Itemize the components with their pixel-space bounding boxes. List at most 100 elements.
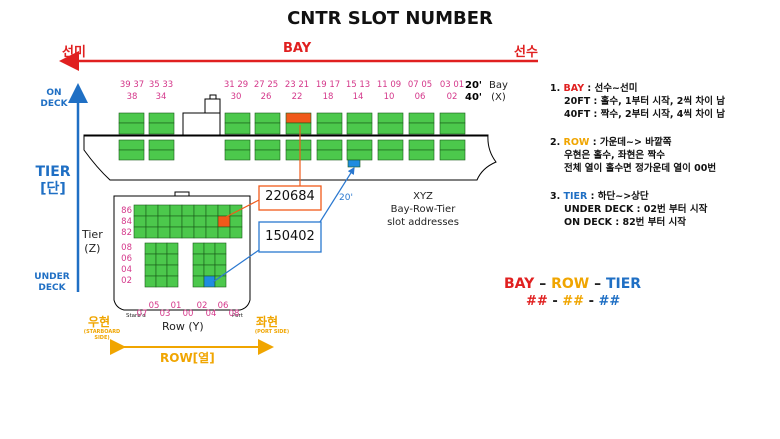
deck-container bbox=[254, 112, 281, 124]
xs-hold-container bbox=[214, 275, 227, 288]
deck-container bbox=[346, 122, 373, 135]
hold-container bbox=[408, 149, 435, 161]
hold-container bbox=[377, 139, 404, 151]
xs-hold-container bbox=[192, 264, 205, 277]
size-labels: 20' 40' bbox=[465, 80, 482, 104]
deck-container bbox=[346, 112, 373, 124]
deck-container bbox=[439, 112, 466, 124]
xs-hold-container bbox=[203, 242, 216, 255]
deck-container bbox=[316, 112, 343, 124]
row-number-top: 02 bbox=[196, 301, 208, 311]
bay-number-odd: 23 21 bbox=[284, 80, 310, 90]
size-20ft: 20' bbox=[465, 80, 482, 91]
tier-number-hold: 06 bbox=[121, 254, 132, 264]
bay-number-even: 22 bbox=[291, 92, 303, 102]
bay-number-even: 34 bbox=[155, 92, 167, 102]
row-info-head: ROW bbox=[563, 137, 590, 148]
xs-deck-container bbox=[229, 215, 243, 228]
starboard-en-label: (STARBOARD SIDE) bbox=[80, 329, 124, 341]
xs-hold-container bbox=[166, 242, 179, 255]
xs-deck-container bbox=[133, 215, 147, 228]
deck-container bbox=[377, 112, 404, 124]
row-axis-label: ROW[열] bbox=[160, 351, 215, 365]
starboard-label: 우현 bbox=[88, 315, 111, 329]
hold-container bbox=[285, 149, 312, 161]
row-info-line1: 우현은 홀수, 좌현은 짝수 bbox=[564, 150, 665, 161]
stern-label: 선미 bbox=[62, 45, 86, 60]
xs-hold-container bbox=[203, 264, 216, 277]
legend-tier-hash: ## bbox=[598, 294, 621, 309]
port-label: 좌현 bbox=[256, 315, 279, 329]
bay-x-label: Bay (X) bbox=[489, 80, 508, 104]
hold-container bbox=[118, 139, 145, 151]
hold-container bbox=[148, 139, 175, 151]
row-number-bottom: 03 bbox=[159, 309, 171, 319]
orange-callout-text: 220684 bbox=[265, 189, 315, 204]
row-number-top: 06 bbox=[217, 301, 229, 311]
bay-number-odd: 39 37 bbox=[119, 80, 145, 90]
deck-container bbox=[285, 122, 312, 135]
hold-container bbox=[346, 139, 373, 151]
deck-container bbox=[408, 112, 435, 124]
hold-container bbox=[316, 149, 343, 161]
hold-container bbox=[254, 149, 281, 161]
deck-container bbox=[316, 122, 343, 135]
xs-deck-container bbox=[193, 204, 207, 217]
bay-number-even: 18 bbox=[322, 92, 334, 102]
xs-deck-container bbox=[145, 226, 159, 239]
row-info: 2. ROW : 가운데~> 바깥쪽 우현은 홀수, 좌현은 짝수 전체 열이 … bbox=[550, 137, 717, 174]
orange-connector bbox=[223, 199, 260, 219]
bridge-mast bbox=[209, 94, 217, 100]
legend-bay-hash: ## bbox=[526, 294, 548, 309]
xs-hold-container bbox=[192, 275, 205, 288]
cross-section-top bbox=[174, 191, 190, 197]
under-deck-label: UNDER DECK bbox=[30, 272, 74, 294]
xs-deck-container bbox=[133, 226, 147, 239]
hold-containers bbox=[118, 139, 466, 168]
tier-number-deck: 84 bbox=[121, 217, 132, 227]
bay-info-line2: 40FT : 짝수, 2부터 시작, 4씩 차이 남 bbox=[564, 109, 725, 120]
tier-label-line1: TIER bbox=[35, 164, 71, 180]
bay-number-odd: 11 09 bbox=[376, 80, 402, 90]
legend-row: ROW bbox=[551, 276, 590, 292]
xs-hold-container bbox=[144, 264, 157, 277]
xs-deck-container bbox=[145, 204, 159, 217]
bay-number-even: 14 bbox=[352, 92, 364, 102]
hold-container bbox=[224, 139, 251, 151]
deck-container bbox=[148, 112, 175, 124]
cross-section-hold-containers bbox=[144, 242, 227, 288]
hold-container bbox=[224, 149, 251, 161]
bay-number-odd: 07 05 bbox=[407, 80, 433, 90]
xs-deck-container bbox=[229, 226, 243, 239]
xs-deck-container bbox=[217, 226, 231, 239]
bay-number-odd: 19 17 bbox=[315, 80, 341, 90]
xs-hold-container bbox=[166, 253, 179, 266]
legend-sep-2: - bbox=[588, 294, 594, 309]
port-en-label: (PORT SIDE) bbox=[254, 329, 290, 335]
xs-deck-container bbox=[169, 204, 183, 217]
xs-deck-container bbox=[193, 215, 207, 228]
row-y-label: Row (Y) bbox=[162, 320, 204, 333]
tier-info-text: : 하단~>상단 bbox=[587, 191, 649, 202]
tier-number-hold: 04 bbox=[121, 265, 132, 275]
hold-container bbox=[118, 149, 145, 161]
deck-container bbox=[148, 122, 175, 135]
blue-callout-box bbox=[258, 221, 322, 253]
xs-deck-container bbox=[145, 215, 159, 228]
xs-deck-container bbox=[157, 226, 171, 239]
xs-hold-container bbox=[155, 275, 168, 288]
xs-deck-container bbox=[217, 204, 231, 217]
blue-connector-2 bbox=[319, 166, 355, 223]
hold-container bbox=[439, 149, 466, 161]
deck-container bbox=[377, 122, 404, 135]
orange-callout-box bbox=[258, 185, 322, 211]
bay-number-odd: 27 25 bbox=[253, 80, 279, 90]
tier-info: 3. TIER : 하단~>상단 UNDER DECK : 02번 부터 시작 … bbox=[550, 191, 708, 228]
xs-hold-container bbox=[203, 253, 216, 266]
tier-number-deck: 82 bbox=[121, 228, 132, 238]
xs-deck-container bbox=[181, 226, 195, 239]
legend-row-hash: ## bbox=[562, 294, 585, 309]
row-info-line2: 전체 열이 홀수면 정가운데 열이 00번 bbox=[564, 163, 717, 174]
bow-label: 선수 bbox=[514, 45, 538, 60]
